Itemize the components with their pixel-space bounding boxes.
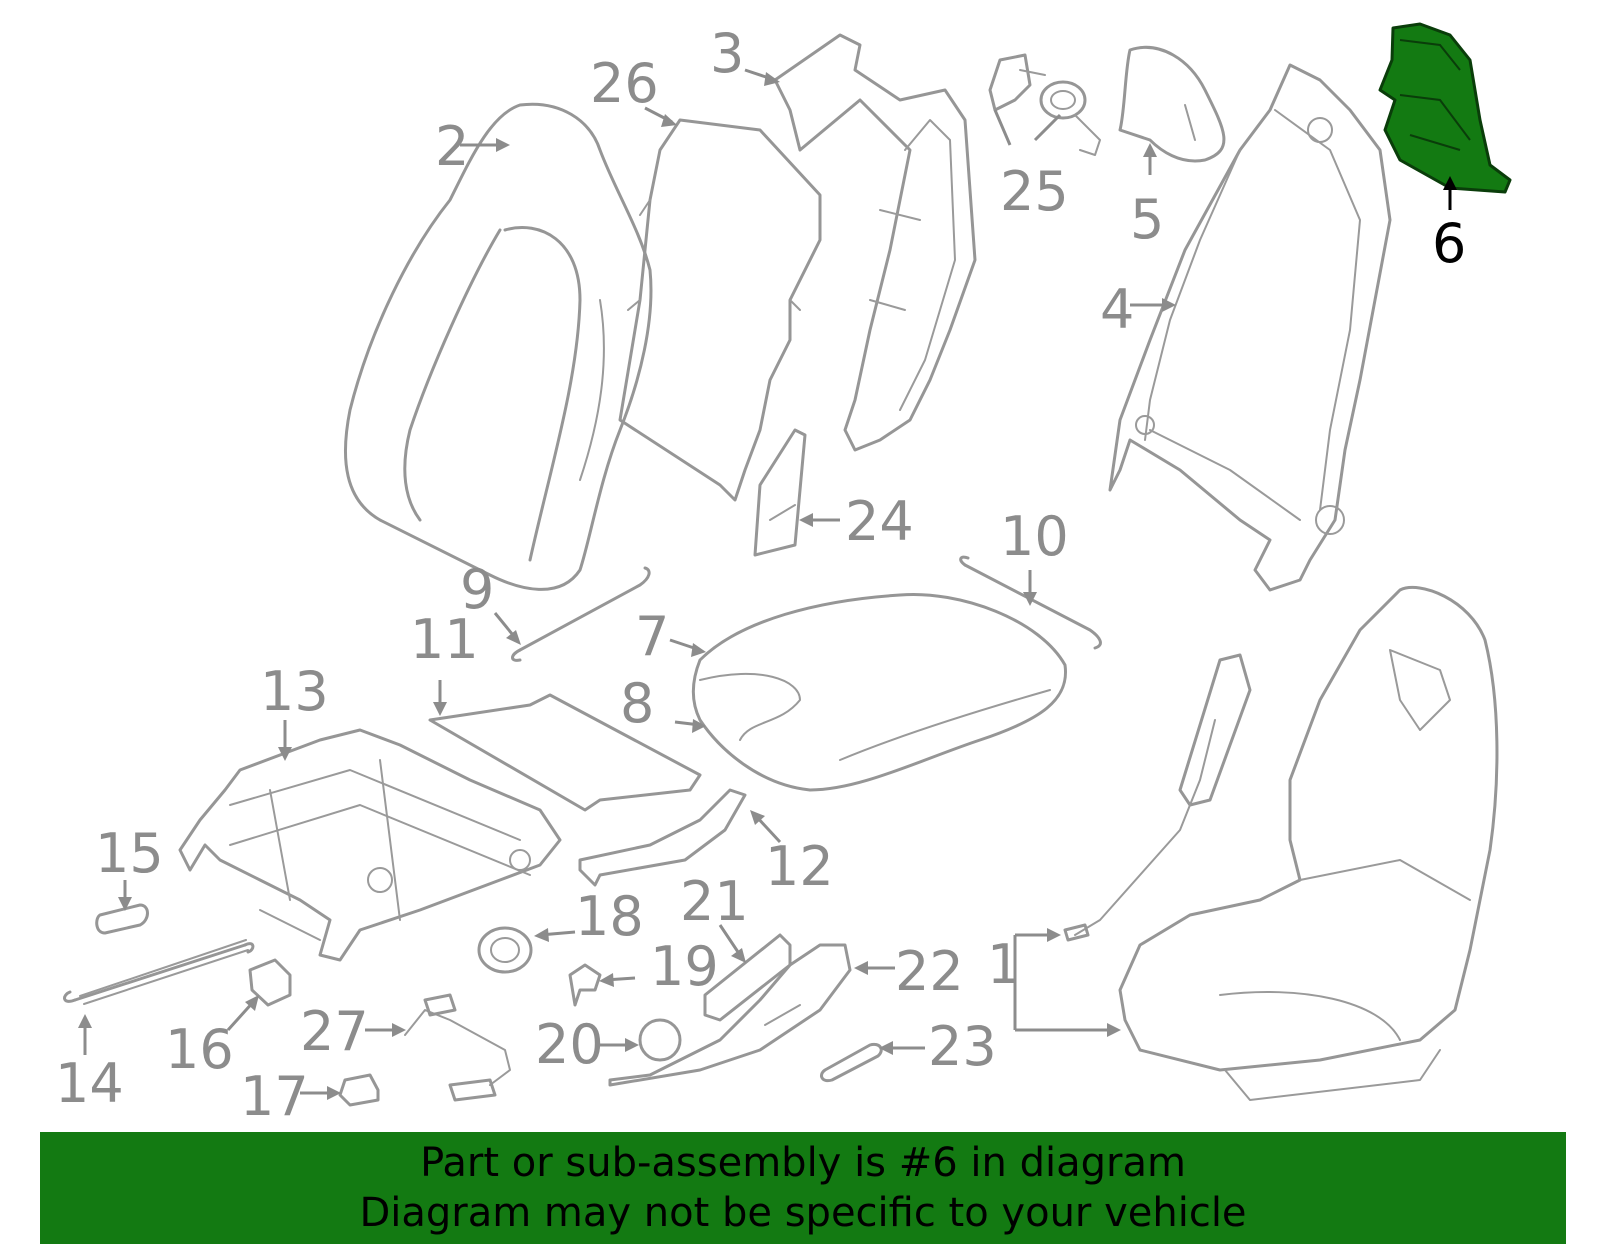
callout-1: 1 [987, 933, 1021, 996]
callout-8: 8 [620, 672, 654, 735]
callout-12: 12 [765, 835, 834, 898]
callout-9: 9 [460, 558, 494, 621]
part-23-cap [820, 1042, 883, 1083]
callout-19: 19 [650, 935, 719, 998]
part-20-knob [638, 1018, 682, 1062]
callout-23: 23 [928, 1015, 997, 1078]
callout-5: 5 [1130, 188, 1164, 251]
callout-13: 13 [260, 660, 329, 723]
part-19-clip [568, 963, 602, 1007]
callout-24: 24 [845, 490, 914, 553]
callout-6: 6 [1432, 212, 1466, 275]
part-26-seatback-pad [618, 118, 822, 502]
part-25-bracket-motor [988, 53, 1101, 156]
part-9-rod [511, 566, 651, 662]
info-banner: Part or sub-assembly is #6 in diagram Di… [40, 1132, 1566, 1244]
callout-25: 25 [1000, 160, 1069, 223]
part-27-harness [404, 993, 511, 1102]
part-14-spring [63, 939, 255, 1005]
callout-17: 17 [240, 1065, 309, 1128]
callout-21: 21 [680, 870, 749, 933]
part-5-trim [1118, 45, 1226, 163]
part-16-clip [248, 958, 292, 1007]
callout-3: 3 [710, 22, 744, 85]
callout-labels: 1 2 3 4 5 6 7 8 9 10 11 12 13 14 15 16 1… [55, 22, 1466, 1128]
callout-22: 22 [895, 940, 964, 1003]
part-22-side-shield [608, 943, 852, 1087]
part-3-back-panel [773, 33, 977, 452]
part-17-clip [338, 1073, 380, 1107]
part-6-highlighted-trim [1378, 22, 1512, 194]
callout-11: 11 [410, 608, 479, 671]
part-11-pad [428, 693, 702, 812]
part-24-panel [753, 428, 807, 557]
part-4-seatback-frame [1108, 63, 1392, 592]
callout-15: 15 [95, 822, 164, 885]
part-15-cap [95, 903, 149, 935]
leader-lines [78, 68, 1457, 1100]
callout-14: 14 [55, 1052, 124, 1115]
callout-20: 20 [535, 1013, 604, 1076]
part-7-cushion-cover [691, 592, 1068, 792]
part-13-seat-track [178, 728, 562, 962]
callout-2: 2 [435, 115, 469, 178]
callout-27: 27 [300, 1000, 369, 1063]
callout-18: 18 [575, 885, 644, 948]
callout-26: 26 [590, 52, 659, 115]
part-10-rod [959, 555, 1102, 650]
part-2-seatback-cover [344, 102, 653, 591]
callout-4: 4 [1100, 278, 1134, 341]
banner-line-part-number: Part or sub-assembly is #6 in diagram [420, 1140, 1186, 1186]
banner-line-disclaimer: Diagram may not be specific to your vehi… [359, 1190, 1247, 1236]
part-12-trim [578, 788, 747, 887]
part-1-seat-assembly [1063, 585, 1499, 1101]
callout-7: 7 [635, 605, 669, 668]
part-18-knob [477, 926, 533, 974]
callout-10: 10 [1000, 505, 1069, 568]
callout-16: 16 [165, 1018, 234, 1081]
